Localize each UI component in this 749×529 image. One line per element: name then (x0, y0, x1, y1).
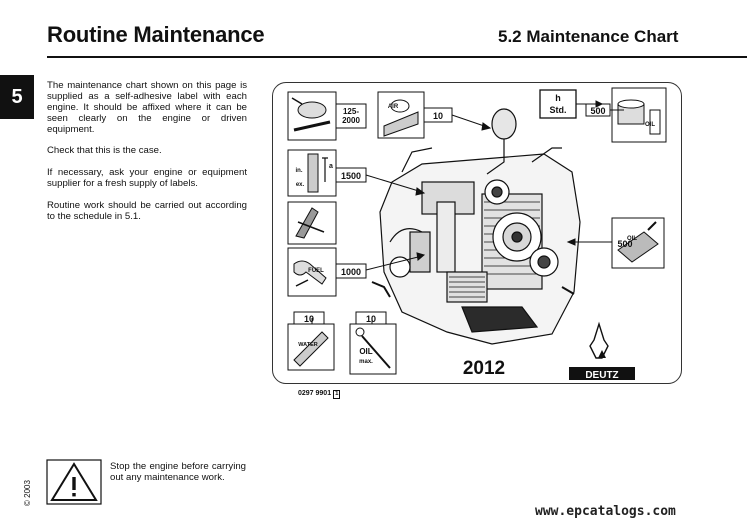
water-label: WATER (298, 342, 317, 348)
warning-text: Stop the engine before carrying out any … (110, 461, 246, 483)
air-cleaner-interval-part: 2000 (342, 116, 360, 125)
oil-filter-interval: 500 (590, 106, 605, 116)
check-paragraph: Check that this is the case. (47, 145, 162, 156)
schedule-paragraph: Routine work should be carried out accor… (47, 200, 247, 222)
air-label: AIR (388, 104, 399, 110)
part-revision: 1 (333, 390, 341, 399)
water-separator-icon (287, 323, 335, 371)
engine-illustration (371, 108, 581, 345)
warning-icon (46, 459, 102, 505)
maintenance-chart-illustration: 125-2000 10 h Std. 500 1500 500 1000 10 … (287, 87, 667, 381)
water-interval: 10 (304, 314, 314, 324)
brand-name: DEUTZ (585, 370, 618, 381)
interval-unit-box (539, 89, 577, 119)
air-cleaner-interval-line1: 125-2000 (342, 107, 360, 125)
air-filter-icon (377, 91, 425, 139)
oil-filter-label: OIL (645, 122, 655, 128)
intro-paragraph: The maintenance chart shown on this page… (47, 80, 247, 135)
fuel-filter-interval-box (335, 263, 367, 279)
page-title: Routine Maintenance (47, 22, 265, 47)
maintenance-chart-frame (272, 82, 682, 384)
header-rule (47, 56, 747, 58)
oil-dipstick-icon (349, 323, 397, 375)
oil-level-interval: 10 (366, 314, 376, 324)
air-cleaner-interval-part: 125- (343, 107, 359, 116)
air-cleaner-icon (287, 91, 337, 141)
chapter-tab: 5 (0, 75, 34, 119)
valve-clearance-interval: 1500 (341, 171, 361, 181)
part-number-text: 0297 9901 (298, 390, 332, 397)
air-filter-interval: 10 (433, 111, 443, 121)
oil-filter-icon (611, 87, 667, 143)
valve-in-label: in. (296, 168, 303, 174)
chart-arrows (311, 100, 624, 324)
valve-ex-label: ex. (296, 182, 305, 188)
hand-tool-icon (287, 201, 337, 245)
deutz-logo (569, 321, 635, 380)
section-title: 5.2 Maintenance Chart (498, 27, 679, 46)
oil-change-label: OIL (627, 236, 637, 242)
air-cleaner-interval-box (335, 103, 367, 129)
engine-model: 2012 (463, 358, 505, 379)
fuel-label: FUEL (308, 268, 324, 274)
oil-dipstick-label: OIL (359, 347, 372, 356)
copyright: © 2003 (23, 480, 32, 506)
watermark: www.epcatalogs.com (535, 504, 676, 519)
oil-change-icon (611, 217, 665, 269)
fuel-filter-interval: 1000 (341, 267, 361, 277)
oil-change-interval: 500 (617, 239, 632, 249)
labels-paragraph: If necessary, ask your engine or equipme… (47, 167, 247, 189)
interval-unit-std: Std. (550, 105, 567, 115)
interval-unit-h: h (555, 93, 561, 103)
valve-clearance-icon (287, 149, 337, 197)
oil-max-label: max. (359, 359, 373, 365)
valve-a-label: a (329, 163, 333, 170)
